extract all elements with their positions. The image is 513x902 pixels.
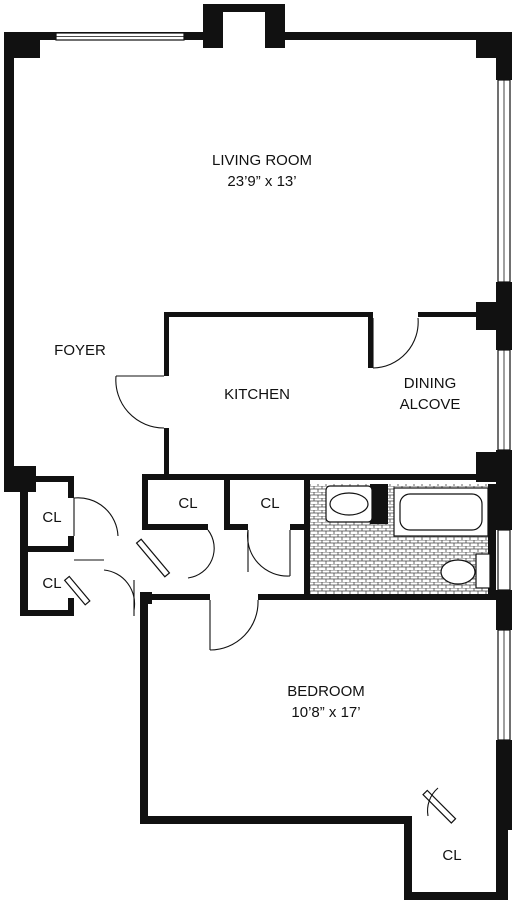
exterior-walls [4,4,512,900]
dining-label: DINING [404,375,457,392]
living-room-label: LIVING ROOM [212,152,312,169]
closet-label: CL [178,495,197,512]
closet-label: CL [42,575,61,592]
closet-label: CL [260,495,279,512]
bedroom-size: 10’8” x 17’ [291,704,360,721]
foyer-label: FOYER [54,342,106,359]
windows [55,32,511,741]
doors [63,317,457,824]
alcove-label: ALCOVE [400,396,461,413]
closet-label: CL [42,509,61,526]
bedroom-label: BEDROOM [287,683,365,700]
bath-fixtures [325,485,491,589]
closet-label: CL [442,847,461,864]
living-room-size: 23’9” x 13’ [227,173,296,190]
kitchen-label: KITCHEN [224,386,290,403]
interior-walls [142,312,496,820]
